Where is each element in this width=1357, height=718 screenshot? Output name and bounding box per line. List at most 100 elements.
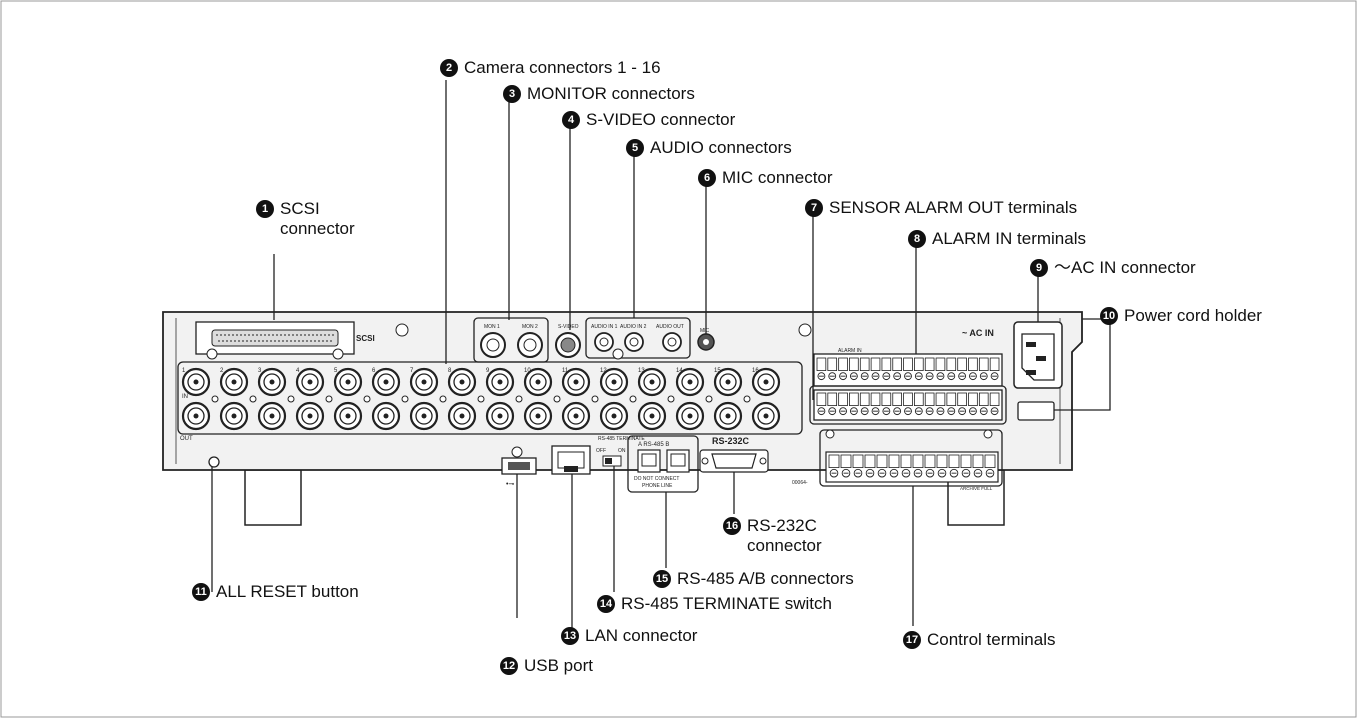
terminal-cell [849,357,859,381]
camera-number-label: 5 [334,368,338,374]
callout-monitor-connectors: 3 MONITOR connectors [503,84,695,104]
camera-out-connector [257,401,287,431]
camera-out-connector [295,401,325,431]
terminal-cell [859,392,870,416]
camera-number-label: 9 [486,368,490,374]
callout-label: SCSI connector [280,199,355,238]
callout-label: MIC connector [722,168,833,187]
camera-in-connector [333,367,363,397]
camera-number-label: 1 [182,368,186,374]
callout-label: ～AC IN connector [1054,258,1196,277]
do-not-connect-label: DO NOT CONNECT [634,476,679,482]
camera-out-connector [181,401,211,431]
callout-label: SENSOR ALARM OUT terminals [829,198,1078,217]
terminal-cell [935,392,946,416]
camera-out-connector [523,401,553,431]
alarm-in-terminals: ALARM IN [813,348,1003,387]
callout-number: 2 [440,59,458,77]
callout-lan-connector: 13 LAN connector [561,626,697,646]
svg-text:•⊸: •⊸ [506,481,514,488]
terminal-cell [968,357,978,381]
all-reset-button-graphic [208,456,220,468]
camera-number-label: 2 [220,368,224,374]
camera-in-connector [257,367,287,397]
callout-label: Power cord holder [1124,306,1262,325]
sensor-alarm-out-terminals [809,385,1007,425]
terminal-cell [978,357,989,381]
callout-label: ALARM IN terminals [932,229,1086,248]
terminal-cell [827,357,838,381]
callout-number: 13 [561,627,579,645]
camera-number-label: 3 [258,368,262,374]
terminal-cell [838,392,848,416]
audio-in2-label: AUDIO IN 2 [620,324,647,330]
callout-number: 11 [192,583,210,601]
terminal-cell [924,454,936,478]
callout-camera-connectors: 2 Camera connectors 1 - 16 [440,58,661,78]
terminal-cell [849,392,859,416]
camera-out-connector [561,401,591,431]
audio-out-label: AUDIO OUT [656,324,684,330]
monitor-connectors: MON 1 MON 2 [473,317,549,363]
lan-connector [551,445,591,475]
camera-in-connector [675,367,705,397]
camera-number-label: 6 [372,368,376,374]
rs485-ab-connectors: A RS-485 B DO NOT CONNECT PHONE LINE [627,435,699,493]
camera-out-connector [371,401,401,431]
camera-out-connector [485,401,515,431]
terminal-cell [903,357,913,381]
callout-mic-connector: 6 MIC connector [698,168,833,188]
rs232c-panel-label: RS-232C [712,436,750,446]
callout-alarm-in: 8 ALARM IN terminals [908,229,1086,249]
terminal-cell [957,357,967,381]
terminal-cell [900,454,912,478]
callout-number: 12 [500,657,518,675]
camera-out-connector [751,401,781,431]
terminal-cell [984,454,996,478]
archive-full-label: ARCHIVE FULL [960,486,993,491]
camera-in-connector [751,367,781,397]
callout-power-cord-holder: 10 Power cord holder [1100,306,1262,326]
callout-number: 6 [698,169,716,187]
camera-out-connector [219,401,249,431]
rs232c-connector: RS-232C [699,436,769,473]
callout-label: MONITOR connectors [527,84,695,103]
terminal-cell [816,392,827,416]
camera-number-label: 7 [410,368,414,374]
callout-control-terminals: 17 Control terminals [903,630,1056,650]
terminal-cell [852,454,864,478]
camera-in-connector [219,367,249,397]
camera-number-label: 14 [676,368,683,374]
callout-number: 8 [908,230,926,248]
camera-out-connector [333,401,363,431]
terminal-cell [989,392,1000,416]
camera-in-connector [523,367,553,397]
scsi-panel-label: SCSI [356,334,375,343]
camera-number-label: 8 [448,368,452,374]
rs485-terminate-switch: RS-485 TERMINATE OFF ON [596,436,645,467]
camera-in-connector [561,367,591,397]
ac-in-panel-label: ~ AC IN [962,328,994,338]
rs485-terminate-label: RS-485 TERMINATE [598,436,645,442]
callout-label: Camera connectors 1 - 16 [464,58,661,77]
callout-audio-connectors: 5 AUDIO connectors [626,138,792,158]
callout-ac-in: 9 ～AC IN connector [1030,258,1196,278]
terminal-cell [957,392,967,416]
terminal-cell [903,392,913,416]
camera-in-connector [599,367,629,397]
terminal-cell [840,454,852,478]
camera-in-connector [371,367,401,397]
out-label: OUT [180,436,193,442]
terminal-cell [924,392,935,416]
callout-number: 1 [256,200,274,218]
camera-out-connector [447,401,477,431]
callout-label: LAN connector [585,626,698,645]
terminal-cell [946,357,957,381]
mic-panel-label: MIC [700,328,710,334]
terminal-cell [924,357,935,381]
callout-rs232c: 16 RS-232C connector [723,516,822,556]
callout-label: RS-232C connector [747,516,822,555]
in-label: IN [182,394,188,400]
